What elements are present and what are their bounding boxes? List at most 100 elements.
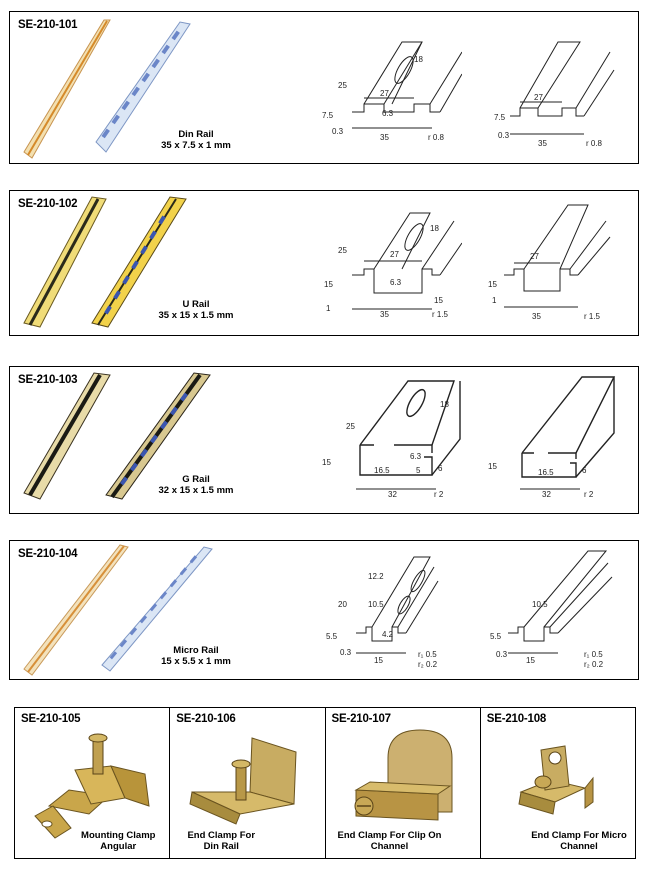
caption-line: End Clamp For [187,830,256,841]
dim-radius: r 0.8 [586,139,603,148]
mounting-clamp-photo [34,733,150,839]
dim-inner: 27 [380,89,389,98]
dim-width: 35 [538,139,547,148]
rail-caption: U Rail 35 x 15 x 1.5 mm [138,299,254,321]
dim-slot: 18 [440,400,449,409]
rail-name: U Rail [182,299,210,310]
accessory-cell: SE-210-107 End Clamp For Clip On Channel [326,708,481,858]
dim-hole: 6.3 [382,109,394,118]
dim-hole: 6.3 [410,452,422,461]
dim-inner: 16.5 [538,468,554,477]
din-rail-drawing-slotted: 25 27 18 6.3 7.5 0.3 35 r 0.8 [322,41,462,142]
dim-r1: r₁ 0.5 [584,650,603,659]
dim-width: 32 [542,490,551,499]
dim-radius: r 1.5 [584,312,601,321]
dim-slot: 18 [430,224,439,233]
rail-size: 35 x 15 x 1.5 mm [158,310,234,321]
rail-size: 35 x 7.5 x 1 mm [161,140,231,151]
dim-height: 25 [338,246,347,255]
dim-inner: 10.5 [532,600,548,609]
g-rail-drawing: 15 16.5 6 32 r 2 [488,376,616,499]
accessory-caption: End Clamp For Din Rail [176,830,266,852]
dim-depth: 15 [488,462,497,471]
dim-depth: 5.5 [490,632,502,641]
dim-lip: 6 [438,464,443,473]
dim-r2: r₂ 0.2 [418,660,438,669]
dim-height: 25 [338,81,347,90]
dim-hole: 6.3 [390,278,402,287]
caption-line: Din Rail [203,841,239,852]
dim-height: 20 [338,600,347,609]
caption-line: End Clamp For Micro [531,830,627,841]
accessory-cell: SE-210-106 End Clamp For Din Rail [170,708,326,858]
product-code: SE-210-101 [18,19,78,31]
accessory-caption: Mounting Clamp Angular [73,830,163,852]
caption-line: Angular [100,841,137,852]
rail-caption: Micro Rail 15 x 5.5 x 1 mm [138,645,254,667]
dim-radius: r 1.5 [432,310,449,319]
rail-panel-g: SE-210-103 G Rail 32 x 15 x 1.5 mm [9,366,639,514]
dim-inner: 10.5 [368,600,384,609]
caption-line: Channel [560,841,598,852]
dim-depth: 7.5 [494,113,506,122]
rail-panel-u: SE-210-102 U Rail 35 x 15 x 1.5 mm [9,190,639,336]
rail-name: Micro Rail [173,645,219,656]
dim-width: 35 [532,312,541,321]
product-code: SE-210-102 [18,198,78,210]
accessory-caption: End Clamp For Micro Channel [529,830,629,852]
rail-name: Din Rail [178,129,214,140]
rail-caption: Din Rail 35 x 7.5 x 1 mm [138,129,254,151]
dim-slot: 18 [414,55,423,64]
dim-depth: 15 [488,280,497,289]
dim-thickness: 5 [416,466,421,475]
dim-depth: 7.5 [322,111,334,120]
dim-inner: 27 [534,93,543,102]
dim-depth: 15 [324,280,333,289]
dim-flange: 15 [434,296,443,305]
dim-thickness: 0.3 [498,131,510,140]
product-code: SE-210-107 [331,713,392,725]
accessory-cell: SE-210-108 End Clamp For Micro Channel [481,708,635,858]
micro-rail-drawing: 10.5 5.5 0.3 15 r₁ 0.5 r₂ 0.2 [490,550,613,669]
dim-thickness: 0.3 [496,650,508,659]
dim-height: 25 [346,422,355,431]
rail-name: G Rail [182,474,210,485]
dim-depth: 15 [322,458,331,467]
dim-inner: 27 [390,250,399,259]
dim-width: 35 [380,310,389,319]
dim-lip: 6 [582,466,587,475]
dim-thickness: 0.3 [332,127,344,136]
product-code: SE-210-104 [18,548,78,560]
din-rail-drawing: 27 7.5 0.3 35 r 0.8 [494,41,615,148]
g-rail-photo [23,372,211,500]
product-code: SE-210-103 [18,374,78,386]
rail-size: 32 x 15 x 1.5 mm [158,485,234,496]
dim-width: 15 [374,656,383,665]
accessory-cell: SE-210-105 Mounting Clamp Angular [15,708,171,858]
dim-depth: 5.5 [326,632,338,641]
u-rail-photo [23,196,187,328]
end-clamp-clip-photo [353,729,452,821]
dim-width: 35 [380,133,389,142]
dim-width: 32 [388,490,397,499]
product-code: SE-210-108 [486,713,547,725]
rail-size: 15 x 5.5 x 1 mm [161,656,231,667]
dim-radius: r 0.8 [428,133,445,142]
accessory-caption: End Clamp For Clip On Channel [330,830,450,852]
dim-top: 12.2 [368,572,384,581]
dim-inner: 16.5 [374,466,390,475]
dim-width: 15 [526,656,535,665]
din-rail-photo [23,19,191,159]
u-rail-drawing: 27 15 1 35 r 1.5 [488,204,611,321]
dim-thickness: 1 [326,304,331,313]
micro-rail-drawing-slotted: 12.2 20 10.5 4.2 5.5 0.3 15 r₁ 0.5 r₂ 0.… [326,556,439,669]
product-code: SE-210-105 [21,713,81,725]
accessories-panel: SE-210-105 Mounting Clamp Angular SE-210… [14,707,636,859]
end-clamp-micro-photo [518,745,594,815]
rail-caption: G Rail 32 x 15 x 1.5 mm [138,474,254,496]
dim-r1: r₁ 0.5 [418,650,437,659]
end-clamp-din-photo [189,737,297,825]
dim-radius: r 2 [434,490,444,499]
dim-hole: 4.2 [382,630,394,639]
rail-panel-din: SE-210-101 Din Rail 35 x 7.5 x 1 mm [9,11,639,164]
